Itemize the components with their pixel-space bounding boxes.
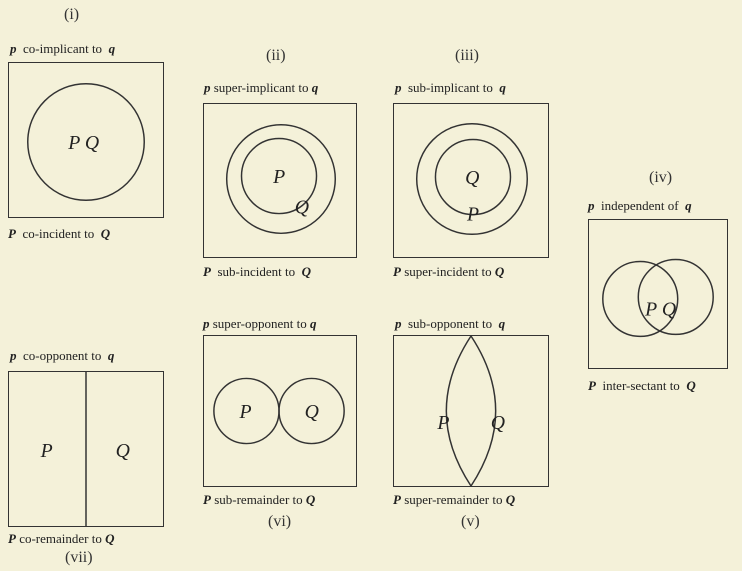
- diagram-i-svg: P Q: [27, 82, 145, 201]
- diagram-iii-bottom-caption: P super-incident to Q: [393, 264, 505, 279]
- diagram-vii-numeral: (vii): [65, 549, 93, 566]
- diagram-vii-bottom-caption: P co-remainder to Q: [8, 531, 115, 546]
- diagram-i-panel: P Q: [8, 62, 164, 218]
- diagram-v-panel: P Q: [393, 335, 549, 487]
- diagram-vii-top-caption: p co-opponent to q: [10, 348, 115, 363]
- diagram-iii-top-caption: p sub-implicant to q: [395, 80, 506, 95]
- region-label-p: P: [239, 401, 252, 423]
- diagram-vi-panel: P Q: [203, 335, 357, 487]
- region-label-q: Q: [662, 299, 676, 321]
- diagram-vi-svg: P Q: [213, 377, 345, 445]
- diagram-ii-panel: P Q: [203, 103, 357, 258]
- diagram-iv-numeral: (iv): [649, 169, 673, 186]
- region-label-q: Q: [116, 440, 130, 462]
- diagram-ii-svg: P Q: [225, 123, 337, 235]
- diagram-vi-top-caption: p super-opponent to q: [203, 316, 317, 331]
- diagram-iv-panel: P Q: [588, 219, 728, 369]
- diagram-vii-panel: P Q: [8, 371, 164, 527]
- left-arc: [445, 335, 472, 487]
- diagram-iii-svg: Q P: [415, 123, 529, 236]
- diagram-vi-numeral: (vi): [268, 513, 292, 530]
- circle-p: [602, 260, 679, 338]
- diagram-iii-numeral: (iii): [455, 47, 479, 64]
- diagram-iv-svg: P Q: [602, 258, 714, 338]
- region-label-q: Q: [465, 167, 479, 189]
- diagram-i-bottom-caption: P co-incident to Q: [8, 226, 111, 241]
- diagram-ii-top-caption: p super-implicant to q: [204, 80, 319, 95]
- outer-circle-p: [415, 123, 529, 236]
- region-label-p: P: [466, 203, 479, 225]
- diagram-vii-svg: P Q: [40, 372, 130, 526]
- diagram-iii-panel: Q P: [393, 103, 549, 258]
- diagram-i-numeral: (i): [64, 6, 80, 23]
- diagram-v-numeral: (v): [461, 513, 480, 530]
- inner-circle-q: [434, 138, 512, 216]
- region-label-pq: P Q: [67, 132, 99, 154]
- diagram-v-top-caption: p sub-opponent to q: [395, 316, 506, 331]
- region-label-q: Q: [295, 197, 309, 219]
- diagram-v-svg: P Q: [436, 335, 505, 487]
- region-label-q: Q: [491, 412, 505, 434]
- diagram-iv-bottom-caption: P inter-sectant to Q: [588, 378, 696, 393]
- right-arc: [470, 335, 497, 487]
- region-label-q: Q: [305, 401, 319, 423]
- region-label-p: P: [436, 412, 449, 434]
- region-label-p: P: [644, 299, 657, 321]
- diagram-vi-bottom-caption: P sub-remainder to Q: [203, 492, 316, 507]
- diagram-ii-bottom-caption: P sub-incident to Q: [203, 264, 311, 279]
- circle-q: [637, 258, 714, 336]
- region-label-p: P: [272, 166, 285, 188]
- region-label-p: P: [40, 440, 53, 462]
- inner-circle-p: [240, 137, 318, 215]
- diagram-i-top-caption: p co-implicant to q: [10, 41, 116, 56]
- diagram-iv-top-caption: p independent of q: [588, 198, 692, 213]
- diagram-ii-numeral: (ii): [266, 47, 286, 64]
- diagram-v-bottom-caption: P super-remainder to Q: [393, 492, 516, 507]
- circle-q: [278, 377, 345, 445]
- outer-circle-q: [225, 123, 337, 235]
- coincident-circle-pq: [27, 82, 145, 201]
